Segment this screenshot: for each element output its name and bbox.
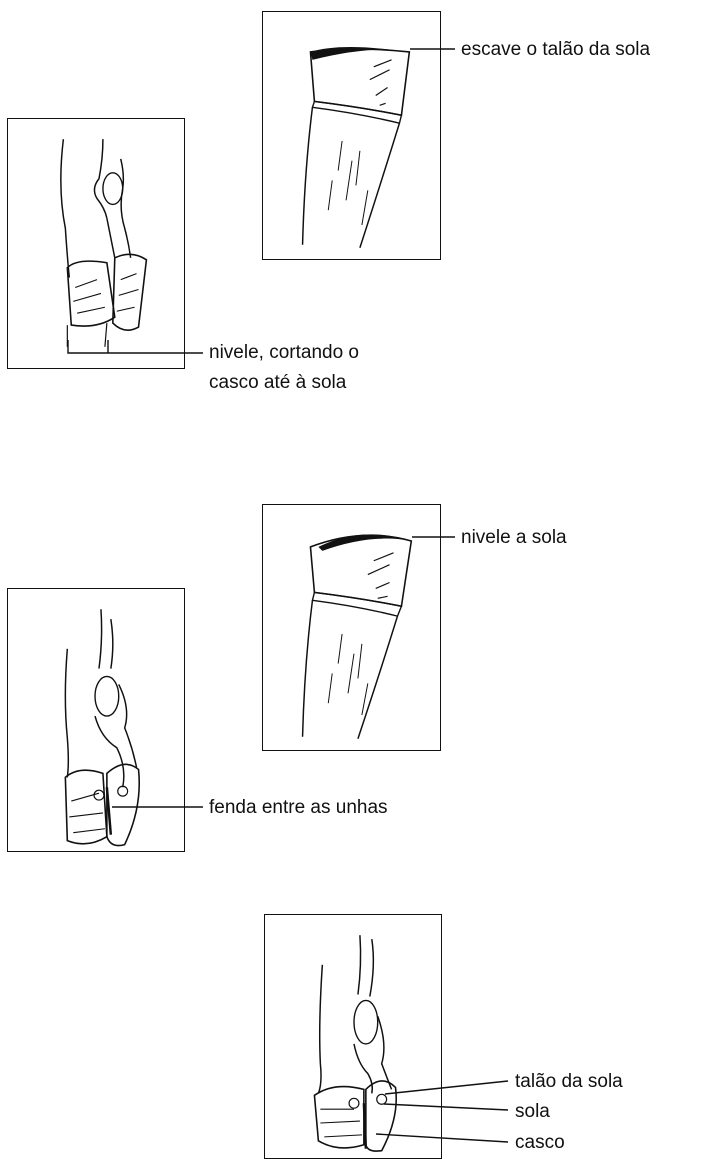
label-fenda-unhas: fenda entre as unhas [209,796,388,820]
label-talao-sola: talão da sola [515,1070,623,1094]
leg-cleft-drawing [8,589,184,851]
hoof-side-drawing-top [263,12,440,259]
label-escave-talao: escave o talão da sola [461,38,650,62]
panel-hoof-side-top [262,11,441,260]
label-nivele-sola: nivele a sola [461,526,567,550]
label-casco: casco [515,1131,565,1155]
hoof-side-drawing-middle [263,505,440,750]
hoof-parts-drawing [265,915,441,1158]
panel-hoof-parts [264,914,442,1159]
label-nivele-cortando-1: nivele, cortando o [209,341,359,365]
label-nivele-cortando-2: casco até à sola [209,371,346,395]
panel-leg-cleft [7,588,185,852]
label-sola: sola [515,1100,550,1124]
leg-trim-drawing [8,119,184,368]
panel-leg-trim [7,118,185,369]
panel-hoof-side-middle [262,504,441,751]
